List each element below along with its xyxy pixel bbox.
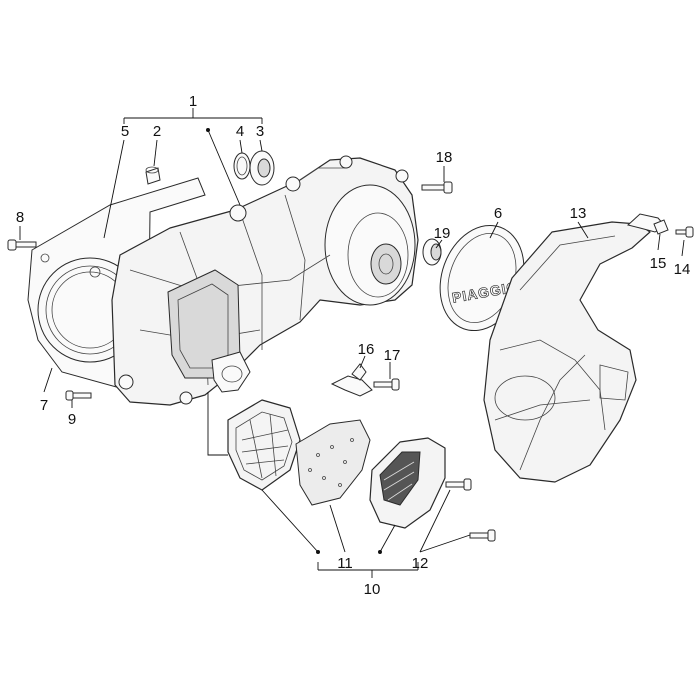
part-8-screw [7, 239, 37, 251]
part-4-circlip [233, 152, 251, 180]
part-11-foam-element [295, 419, 371, 506]
callout-7: 7 [40, 397, 48, 414]
part-18-bolt [421, 181, 453, 194]
callout-3: 3 [256, 123, 264, 140]
part-16-bracket [330, 363, 373, 397]
callout-14: 14 [674, 261, 691, 278]
callout-18: 18 [436, 149, 453, 166]
callout-1: 1 [189, 93, 197, 110]
callout-8: 8 [16, 209, 24, 226]
callout-19: 19 [434, 225, 451, 242]
part-2-dowel-pin [145, 166, 161, 185]
callout-9: 9 [68, 411, 76, 428]
part-10-air-filter-assembly [227, 399, 301, 491]
part-17-bolt [373, 378, 400, 391]
callout-2: 2 [153, 123, 161, 140]
part-19-spacer [422, 238, 442, 266]
callout-11: 11 [337, 555, 353, 572]
callout-15: 15 [650, 255, 667, 272]
part-14-screw [675, 226, 694, 238]
part-3-bearing [249, 150, 275, 186]
filter-cover-screw-lower [469, 529, 496, 542]
part-15-clip-nut [653, 219, 669, 235]
part-9-screw [65, 390, 92, 401]
callout-12: 12 [412, 555, 429, 572]
leader-lines [19, 108, 685, 578]
callout-13: 13 [570, 205, 587, 222]
part-1-transmission-case [111, 155, 419, 406]
callout-10: 10 [364, 581, 381, 598]
callout-6: 6 [494, 205, 502, 222]
part-12-filter-cover [369, 437, 446, 529]
callout-16: 16 [358, 341, 375, 358]
callout-4: 4 [236, 123, 244, 140]
part-13-outer-cover [483, 213, 666, 483]
callout-17: 17 [384, 347, 401, 364]
callout-5: 5 [121, 123, 129, 140]
filter-cover-screw-upper [445, 478, 472, 491]
callout-labels: 1 2 3 4 5 6 7 8 9 10 11 12 13 14 15 16 1… [16, 93, 691, 598]
